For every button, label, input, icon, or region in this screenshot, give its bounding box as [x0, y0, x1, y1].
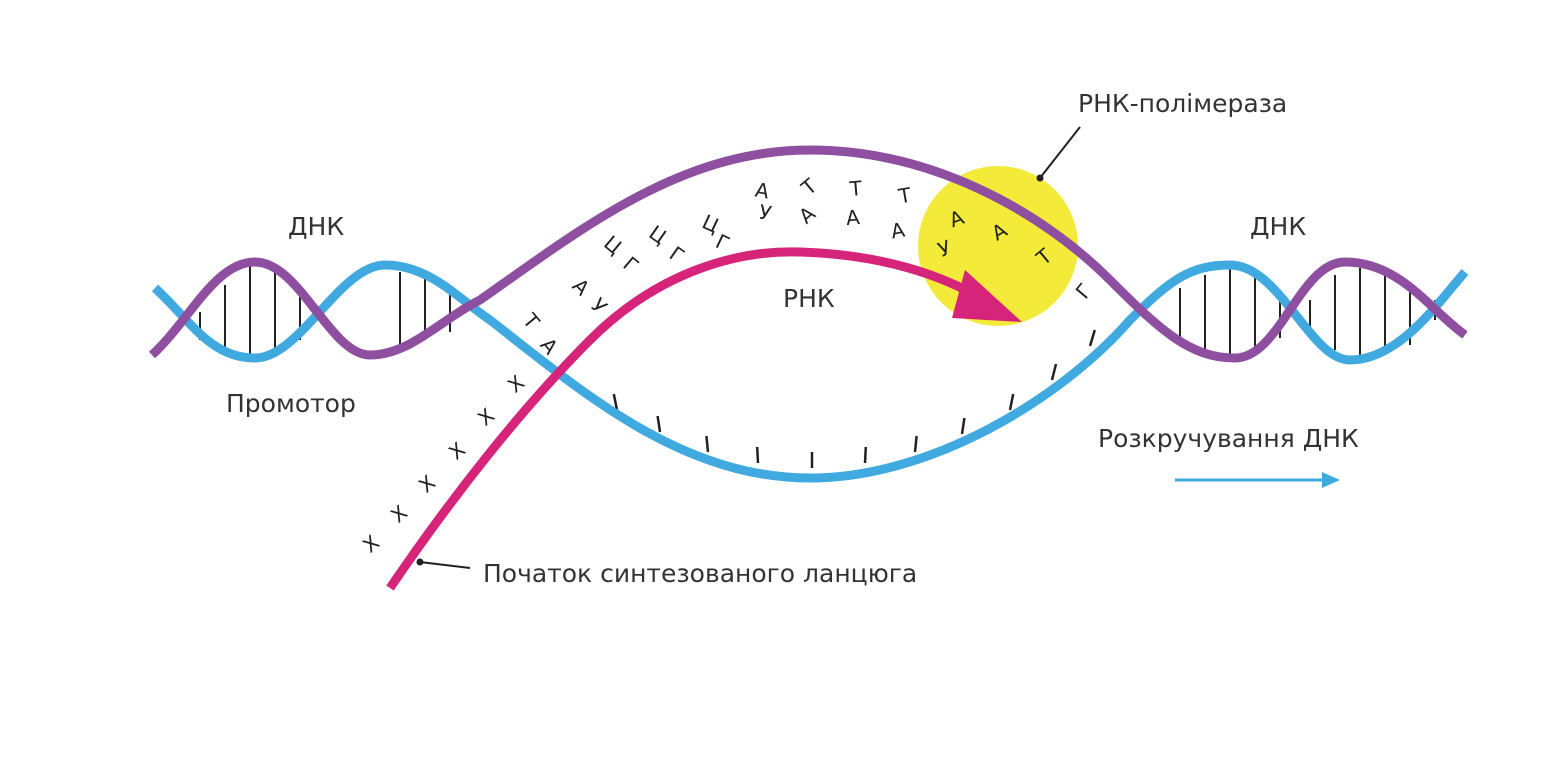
rna-base-letter: Г	[712, 229, 733, 256]
rna-start-mark: Х	[503, 370, 529, 397]
rna-base-letter: А	[889, 217, 907, 243]
dna-base-letter: Г	[1071, 279, 1097, 304]
dna-base-letter: Т	[896, 183, 914, 209]
dna-base-letter: Ц	[645, 220, 671, 249]
template-strand-ticks	[612, 329, 1096, 468]
dna-template-strand	[151, 260, 1469, 483]
template-tick	[612, 393, 619, 411]
label-unwinding: Розкручування ДНК	[1098, 424, 1359, 453]
template-tick	[705, 435, 710, 453]
rna-start-mark: Х	[358, 530, 384, 557]
template-tick	[863, 446, 868, 464]
rna-base-letter: Г	[665, 241, 689, 268]
label-rna-polymerase: РНК-полімераза	[1078, 89, 1287, 118]
rna-start-mark: Х	[414, 470, 440, 497]
leader-dot	[416, 558, 424, 566]
leader-dot	[1036, 174, 1044, 182]
template-tick	[1008, 393, 1015, 411]
rna-base-letter: Г	[619, 252, 644, 278]
rna-strand	[386, 247, 978, 591]
dna-base-letter: А	[568, 274, 595, 301]
template-tick	[913, 435, 918, 453]
dna-base-letter: А	[753, 178, 771, 204]
rna-base-letter: А	[845, 205, 861, 230]
dna-base-letter: Т	[848, 176, 864, 201]
label-dna-left: ДНК	[288, 212, 344, 241]
dna-base-letter: Т	[796, 173, 822, 200]
rna-base-letter: А	[794, 201, 820, 228]
rna-start-mark: Х	[386, 500, 412, 527]
template-tick	[656, 415, 662, 433]
label-dna-right: ДНК	[1250, 212, 1306, 241]
dna-coding-strand	[148, 145, 1468, 363]
rna-base-letter: У	[586, 293, 612, 319]
unwinding-arrow-head	[1322, 472, 1340, 488]
rna-start-mark: Х	[444, 437, 470, 464]
dna-base-letter: Т	[517, 308, 544, 334]
rna-arrowhead	[952, 270, 1022, 322]
template-tick	[1050, 363, 1058, 381]
label-rna: РНК	[783, 284, 835, 313]
chain-start-leader	[419, 561, 471, 569]
rna-base-letter: У	[757, 200, 773, 226]
dna-base-letter: Ц	[599, 231, 626, 259]
template-tick	[1088, 329, 1096, 347]
template-tick	[960, 417, 966, 435]
template-tick	[755, 446, 760, 464]
label-promoter: Промотор	[226, 389, 356, 418]
label-chain-start: Початок синтезованого ланцюга	[483, 559, 917, 588]
rna-polymerase-leader	[1039, 126, 1081, 179]
rna-start-mark: Х	[473, 403, 499, 430]
